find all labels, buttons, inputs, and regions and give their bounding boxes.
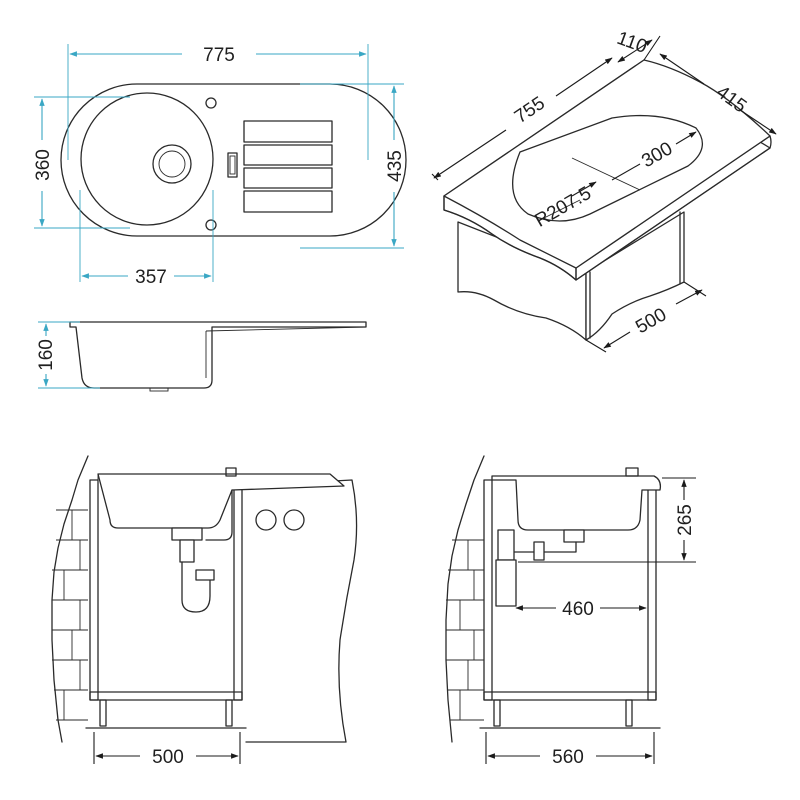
drainer-rib-4 (243, 190, 333, 213)
iso-length-label: 755 (511, 93, 549, 128)
bowl-width-label: 357 (135, 267, 167, 288)
overall-depth-label: 435 (385, 150, 406, 182)
iso-cabinet-left (457, 221, 587, 341)
side-drain-stub (149, 387, 169, 392)
drainer-rib-1 (243, 120, 333, 143)
overflow-slot-inner (229, 155, 236, 175)
iso-cabinet-right (585, 211, 685, 341)
iso-bowl-drain-line (539, 199, 581, 221)
top-view: 775 360 435 357 (33, 44, 407, 288)
dim-iso-radius (571, 181, 597, 197)
side-trap-lower (495, 559, 517, 607)
front-overflow-hose (205, 489, 233, 541)
front-trap-upper (179, 539, 195, 563)
dim-iso-depth (603, 331, 631, 349)
cabinet-side-right (233, 479, 243, 701)
bowl-depth-label: 360 (33, 149, 54, 181)
iso-wing-label: 110 (614, 28, 650, 58)
front-tap (225, 467, 237, 477)
drain-offset-label: 460 (562, 599, 594, 620)
side-view: 160 (36, 321, 367, 392)
iso-bowl (512, 114, 704, 222)
cabinet-leg (225, 699, 233, 727)
overall-length-label: 775 (203, 45, 235, 66)
side-cabinet-front (647, 483, 657, 701)
cabinet-front-view: 500 (51, 455, 358, 768)
side-drain-body (563, 529, 585, 543)
dim-iso-length (555, 57, 613, 97)
side-wall-edge (445, 455, 485, 743)
dim-iso-wing (617, 39, 653, 63)
drainer-rib-2 (243, 144, 333, 166)
drainer-rib-3 (243, 167, 333, 189)
dim-iso-width (739, 109, 777, 135)
front-socket (283, 509, 305, 531)
drain-outer (152, 144, 192, 184)
cabinet-leg (99, 699, 107, 727)
dim-iso-length (433, 129, 507, 179)
side-cabinet-leg (493, 699, 501, 727)
side-wall-bricks (446, 539, 484, 721)
side-tap (625, 467, 639, 477)
side-profile (69, 321, 367, 389)
iso-bowl-divider (571, 157, 641, 191)
cabinet-side-left (89, 479, 99, 701)
front-width-label: 500 (152, 747, 184, 768)
drain-inner (158, 150, 186, 178)
wall-bricks (52, 509, 88, 721)
bowl-outline (80, 92, 214, 226)
isometric-view: 755 110 415 300 R207.5 500 (431, 28, 777, 353)
side-sink (491, 475, 662, 531)
cabinet-bottom (89, 691, 243, 701)
dim-iso-depth (675, 289, 703, 305)
side-depth-label: 560 (552, 747, 584, 768)
front-trap-nut (195, 569, 215, 581)
side-drainer-line (205, 326, 367, 332)
side-cabinet-leg (625, 699, 633, 727)
side-cabinet-bottom (483, 691, 657, 701)
cabinet-front-sink (97, 473, 345, 529)
tap-hole-bottom (205, 219, 217, 231)
front-trap (181, 561, 211, 613)
dim-iso-width (659, 53, 705, 85)
iso-depth-label: 500 (632, 304, 670, 338)
dim-iso-bowl (611, 163, 641, 181)
drain-height-label: 265 (675, 504, 696, 536)
front-drain-body (171, 527, 203, 541)
bowl-height-label: 160 (36, 339, 57, 371)
sink-top-outline (60, 83, 407, 237)
cabinet-side-view: 265 460 560 (445, 455, 696, 768)
side-trap-upper (497, 529, 515, 561)
dim-iso-bowl (675, 131, 697, 145)
iso-ext-line (585, 339, 607, 353)
counter-background (241, 479, 358, 743)
front-socket (255, 509, 277, 531)
iso-ext-line (643, 35, 661, 61)
overflow-slot (227, 152, 238, 178)
side-cabinet-back (483, 479, 493, 701)
wall-edge (51, 455, 89, 743)
tap-hole-top (205, 97, 217, 109)
side-trap-nut (533, 541, 545, 561)
side-drain-pipe (511, 541, 577, 553)
